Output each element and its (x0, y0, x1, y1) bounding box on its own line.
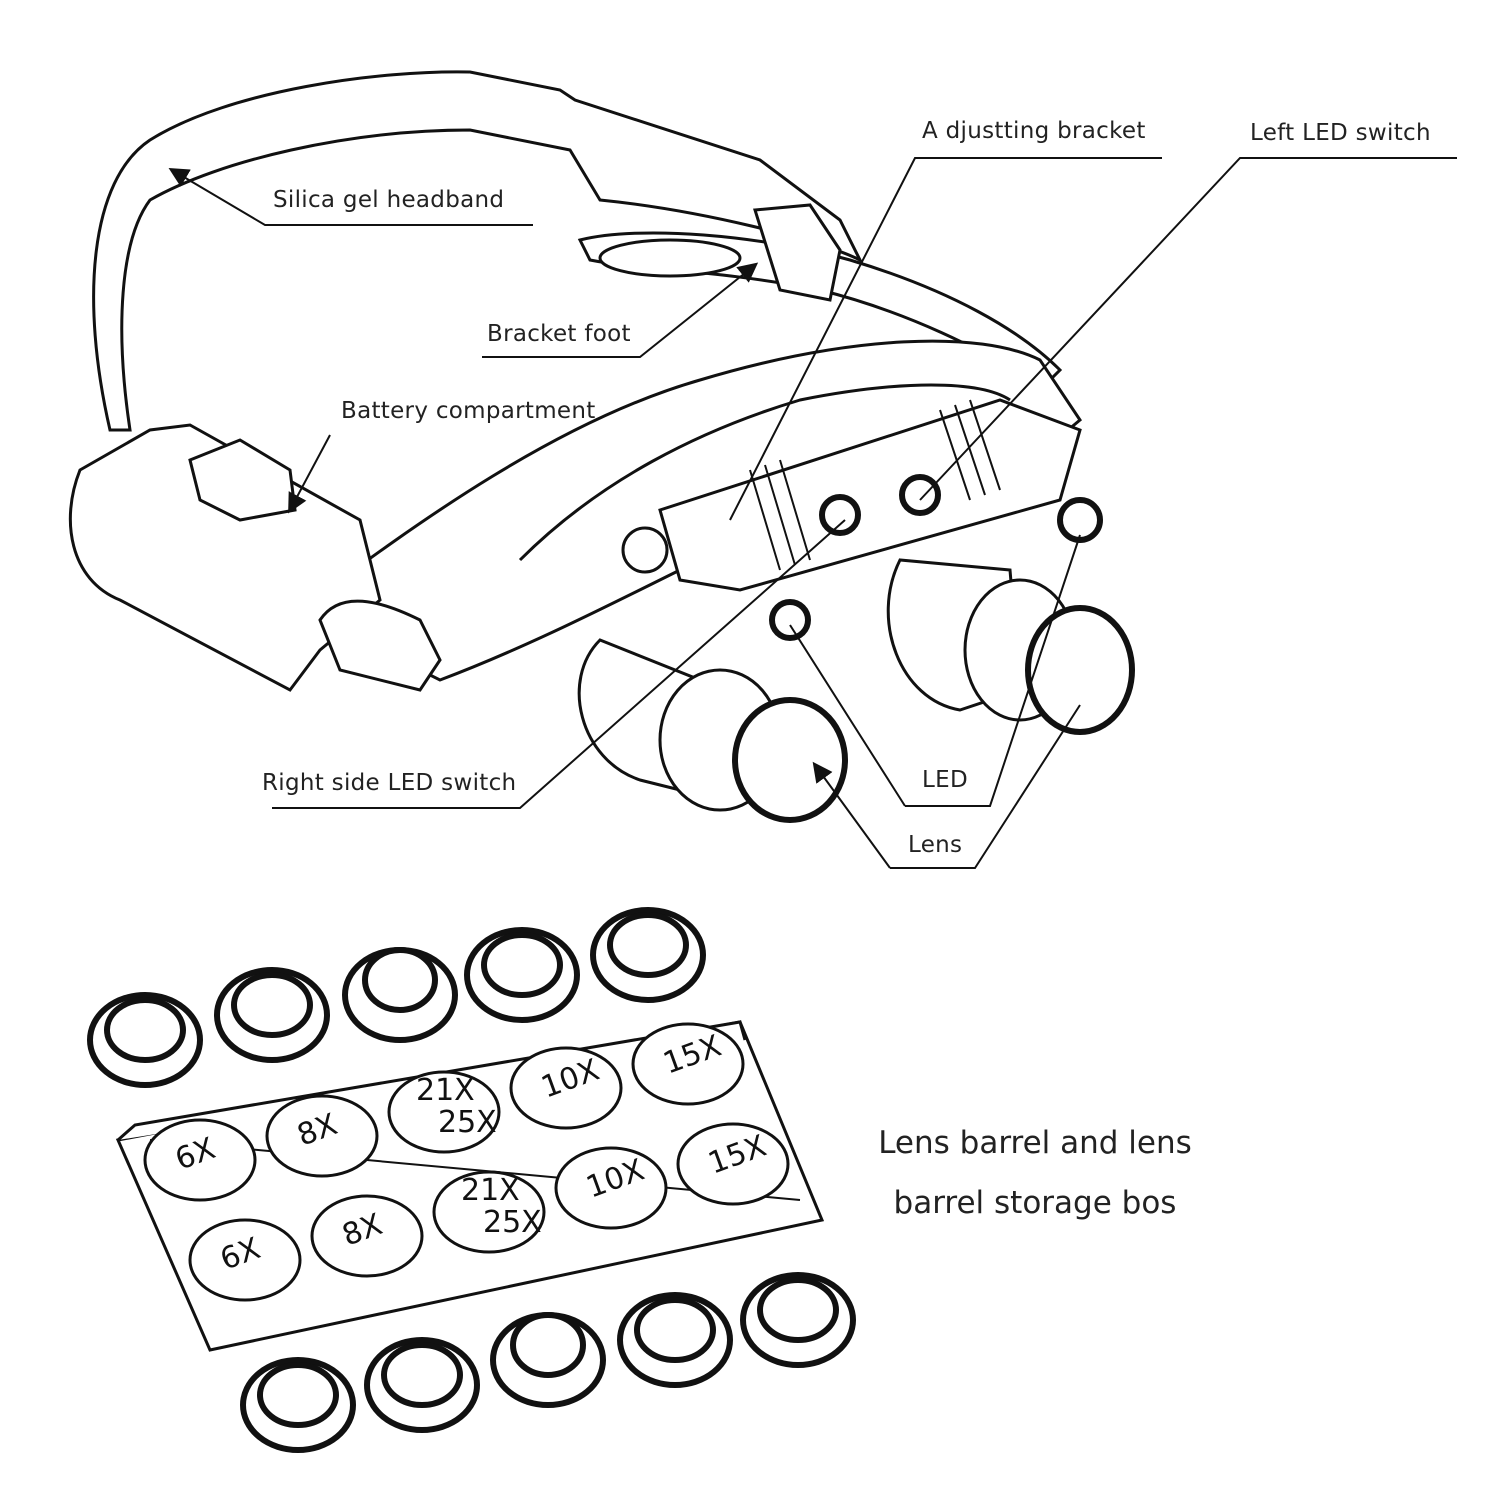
tray-slot (265, 1094, 379, 1178)
right-led-switch (819, 494, 861, 536)
left-lens (1025, 605, 1135, 735)
tray-slot (631, 1022, 745, 1106)
tray-slot (387, 1070, 501, 1154)
vent-grille (598, 238, 742, 278)
caption-line2: barrel storage bos (893, 1185, 1177, 1221)
leader-lines (168, 157, 1457, 869)
right-led (769, 599, 811, 641)
tray-slot (432, 1170, 546, 1254)
label-headband: Silica gel headband (273, 187, 505, 213)
left-led-switch (899, 474, 941, 516)
label-lens: Lens (908, 832, 963, 858)
adjusting-bracket (621, 398, 1082, 592)
label-battery: Battery compartment (341, 398, 596, 424)
left-led (1057, 497, 1103, 543)
label-led: LED (922, 767, 968, 793)
right-lens (732, 697, 848, 823)
left-eyepiece (886, 497, 1135, 735)
label-adjusting-bracket: A djustting bracket (922, 118, 1146, 144)
tray-label-25x: 25X (483, 1205, 542, 1240)
lens-barrels-top (87, 907, 706, 1088)
tray-slot (188, 1218, 302, 1302)
tray-label-21x: 21X (416, 1073, 475, 1108)
label-bracket-foot: Bracket foot (487, 321, 631, 347)
tray-label-25x: 25X (438, 1105, 497, 1140)
tray-slot (143, 1118, 257, 1202)
right-eyepiece (577, 599, 848, 823)
bracket-foot (753, 203, 842, 302)
lens-barrels-bottom (240, 1272, 856, 1453)
label-left-led-switch: Left LED switch (1250, 120, 1431, 146)
tray-slot (676, 1122, 790, 1206)
caption-line1: Lens barrel and lens (878, 1125, 1192, 1161)
tray-label-21x: 21X (461, 1173, 520, 1208)
tray-slot (310, 1194, 424, 1278)
tray-slot (509, 1046, 623, 1130)
label-right-led-switch: Right side LED switch (262, 770, 517, 796)
tray-slot (554, 1146, 668, 1230)
